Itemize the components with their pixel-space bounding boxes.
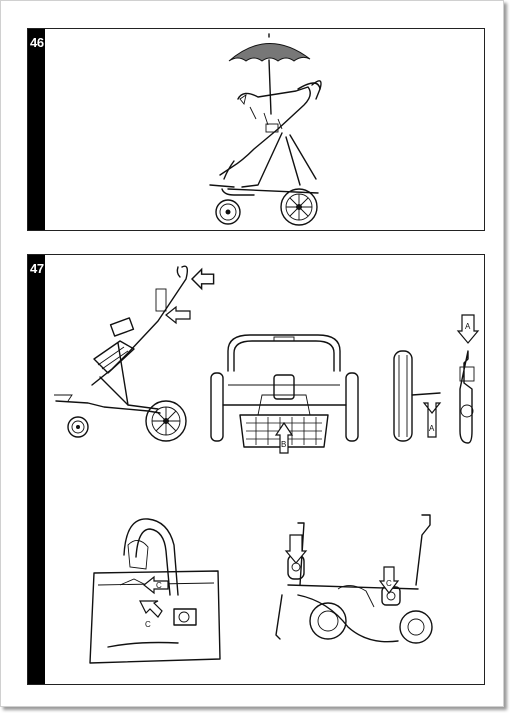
callout-a-arrow-top <box>456 314 480 344</box>
callout-c-arrow-left-top <box>143 575 169 595</box>
fold-arrow-lower <box>165 305 191 325</box>
stroller-front-view <box>210 334 359 448</box>
callout-a-label-top: A <box>465 322 471 331</box>
callout-b-arrow <box>274 421 294 454</box>
folded-front-wheel <box>67 416 89 438</box>
front-view-left-wheel <box>210 372 224 442</box>
callout-c-label-right: C <box>386 579 392 588</box>
step-47-number-bar: 47 <box>28 255 45 684</box>
folded-stroller-side-view <box>54 265 189 442</box>
umbrella-stroller-illustration <box>209 33 322 226</box>
callout-a-arrow-bottom <box>422 402 442 438</box>
rear-frame-detail <box>275 514 433 644</box>
step-46-number: 46 <box>30 35 44 50</box>
stroller-seat <box>219 86 311 176</box>
front-view-right-wheel <box>345 372 359 442</box>
fold-arrow-upper <box>190 267 215 291</box>
umbrella-canopy <box>228 43 311 62</box>
stroller-rear-leg <box>289 134 317 180</box>
callout-c-label-left-top: C <box>156 581 162 590</box>
step-46-panel: 46 <box>27 28 485 231</box>
stroller-rear-wheel <box>280 188 318 226</box>
step-47-number: 47 <box>30 261 44 276</box>
handle-latch-detail <box>89 518 221 664</box>
folding-wheel-illustration: B A A C C <box>54 265 480 664</box>
umbrella-pole <box>268 59 272 115</box>
stroller-front-leg <box>241 132 283 188</box>
folded-rear-wheel <box>145 400 187 442</box>
step-46-number-bar: 46 <box>28 29 45 230</box>
callout-b-label: B <box>281 440 286 449</box>
rear-wheel-axle <box>411 392 441 396</box>
callout-c-arrow-right <box>378 566 400 594</box>
rear-wheel-tyre <box>393 350 413 442</box>
rear-wheel-axle-view <box>393 350 441 442</box>
stroller-front-wheel <box>215 199 241 225</box>
callout-arrow-right-left <box>284 534 308 564</box>
callout-c-arrow-left-bottom <box>139 600 163 618</box>
step-47-panel: 47 <box>27 254 485 685</box>
callout-a-label-bottom: A <box>429 424 435 433</box>
callout-c-label-left-bottom: C <box>145 620 151 629</box>
axle-receiver-view <box>459 350 475 444</box>
